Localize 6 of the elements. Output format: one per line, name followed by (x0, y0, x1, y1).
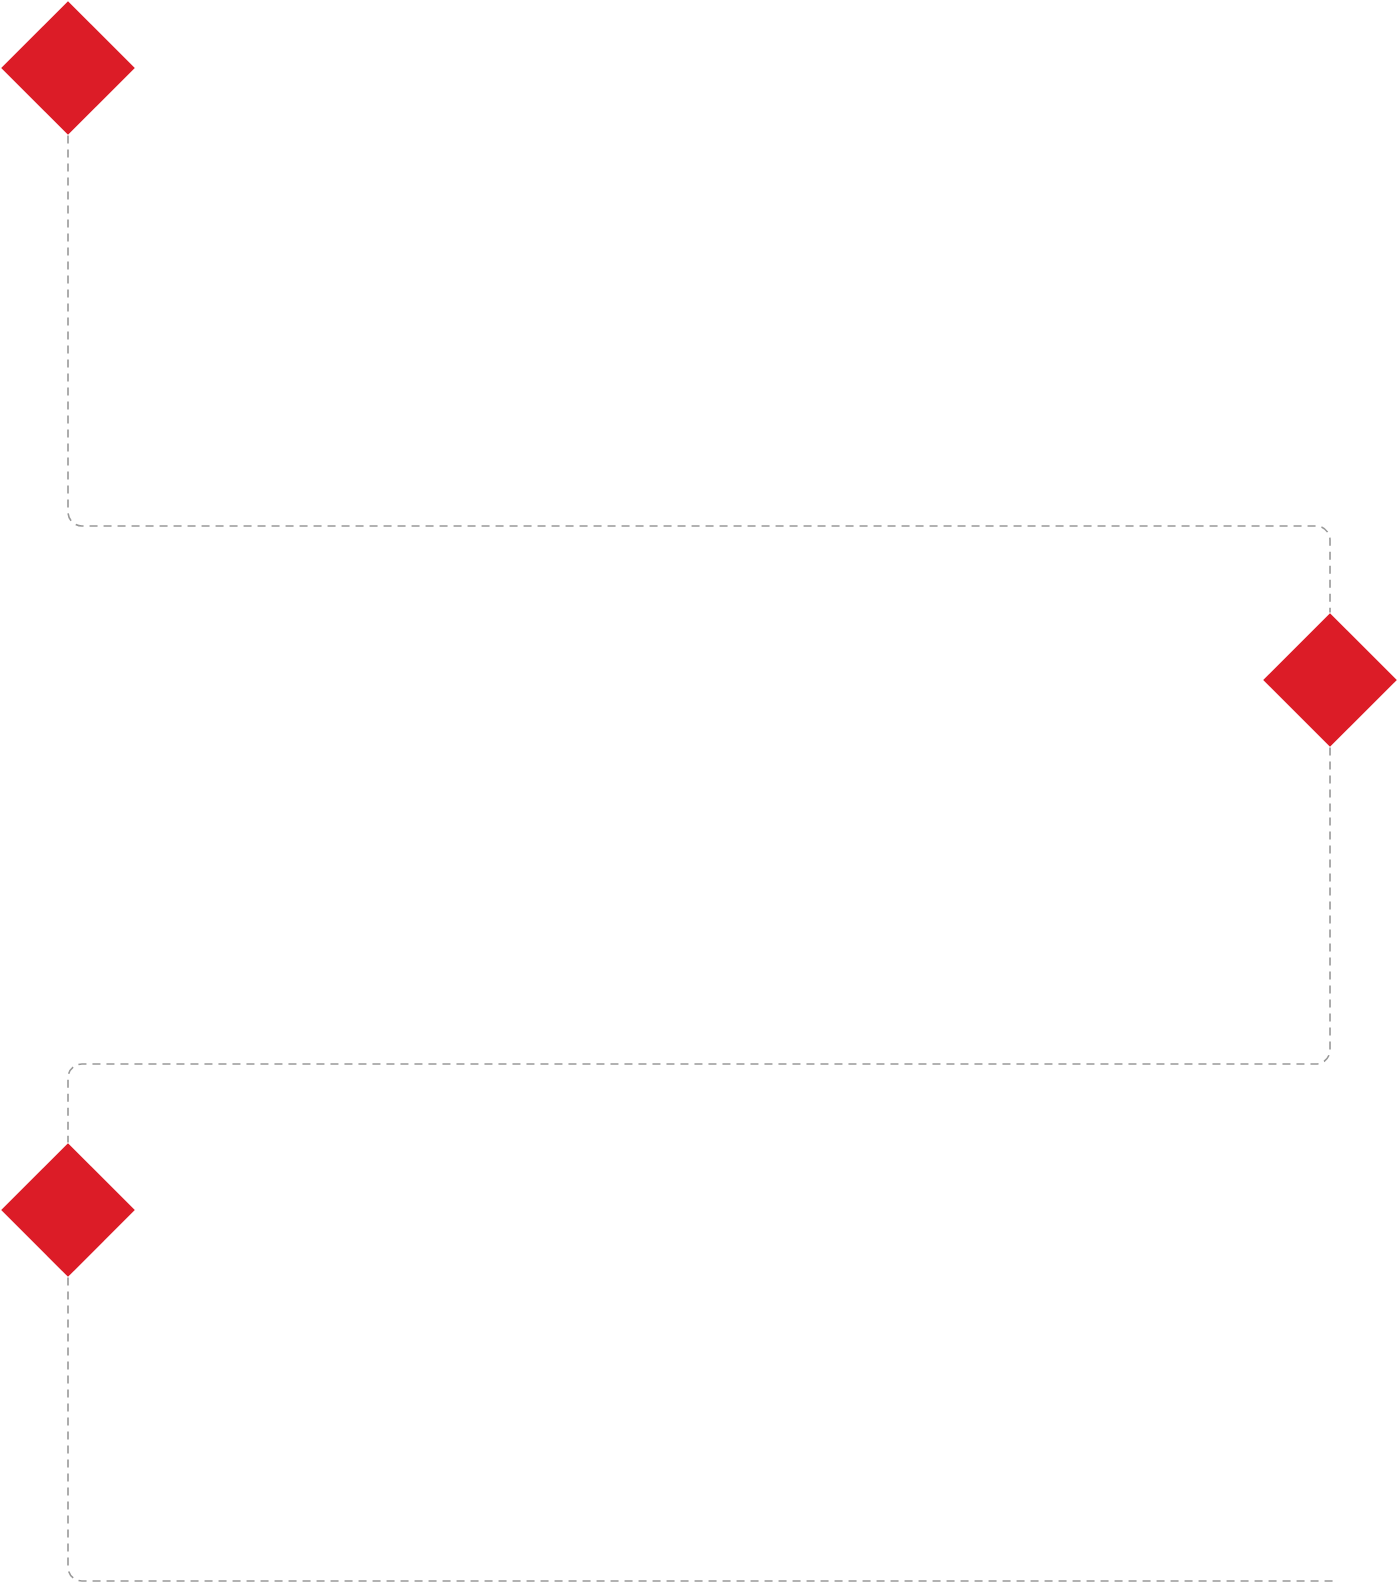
diamond (1263, 613, 1397, 747)
diamond (1, 1143, 135, 1277)
connector-line (67, 1276, 1337, 1582)
connector-line (67, 746, 1331, 1144)
connector-line (67, 134, 1331, 614)
diamond (1, 1, 135, 135)
